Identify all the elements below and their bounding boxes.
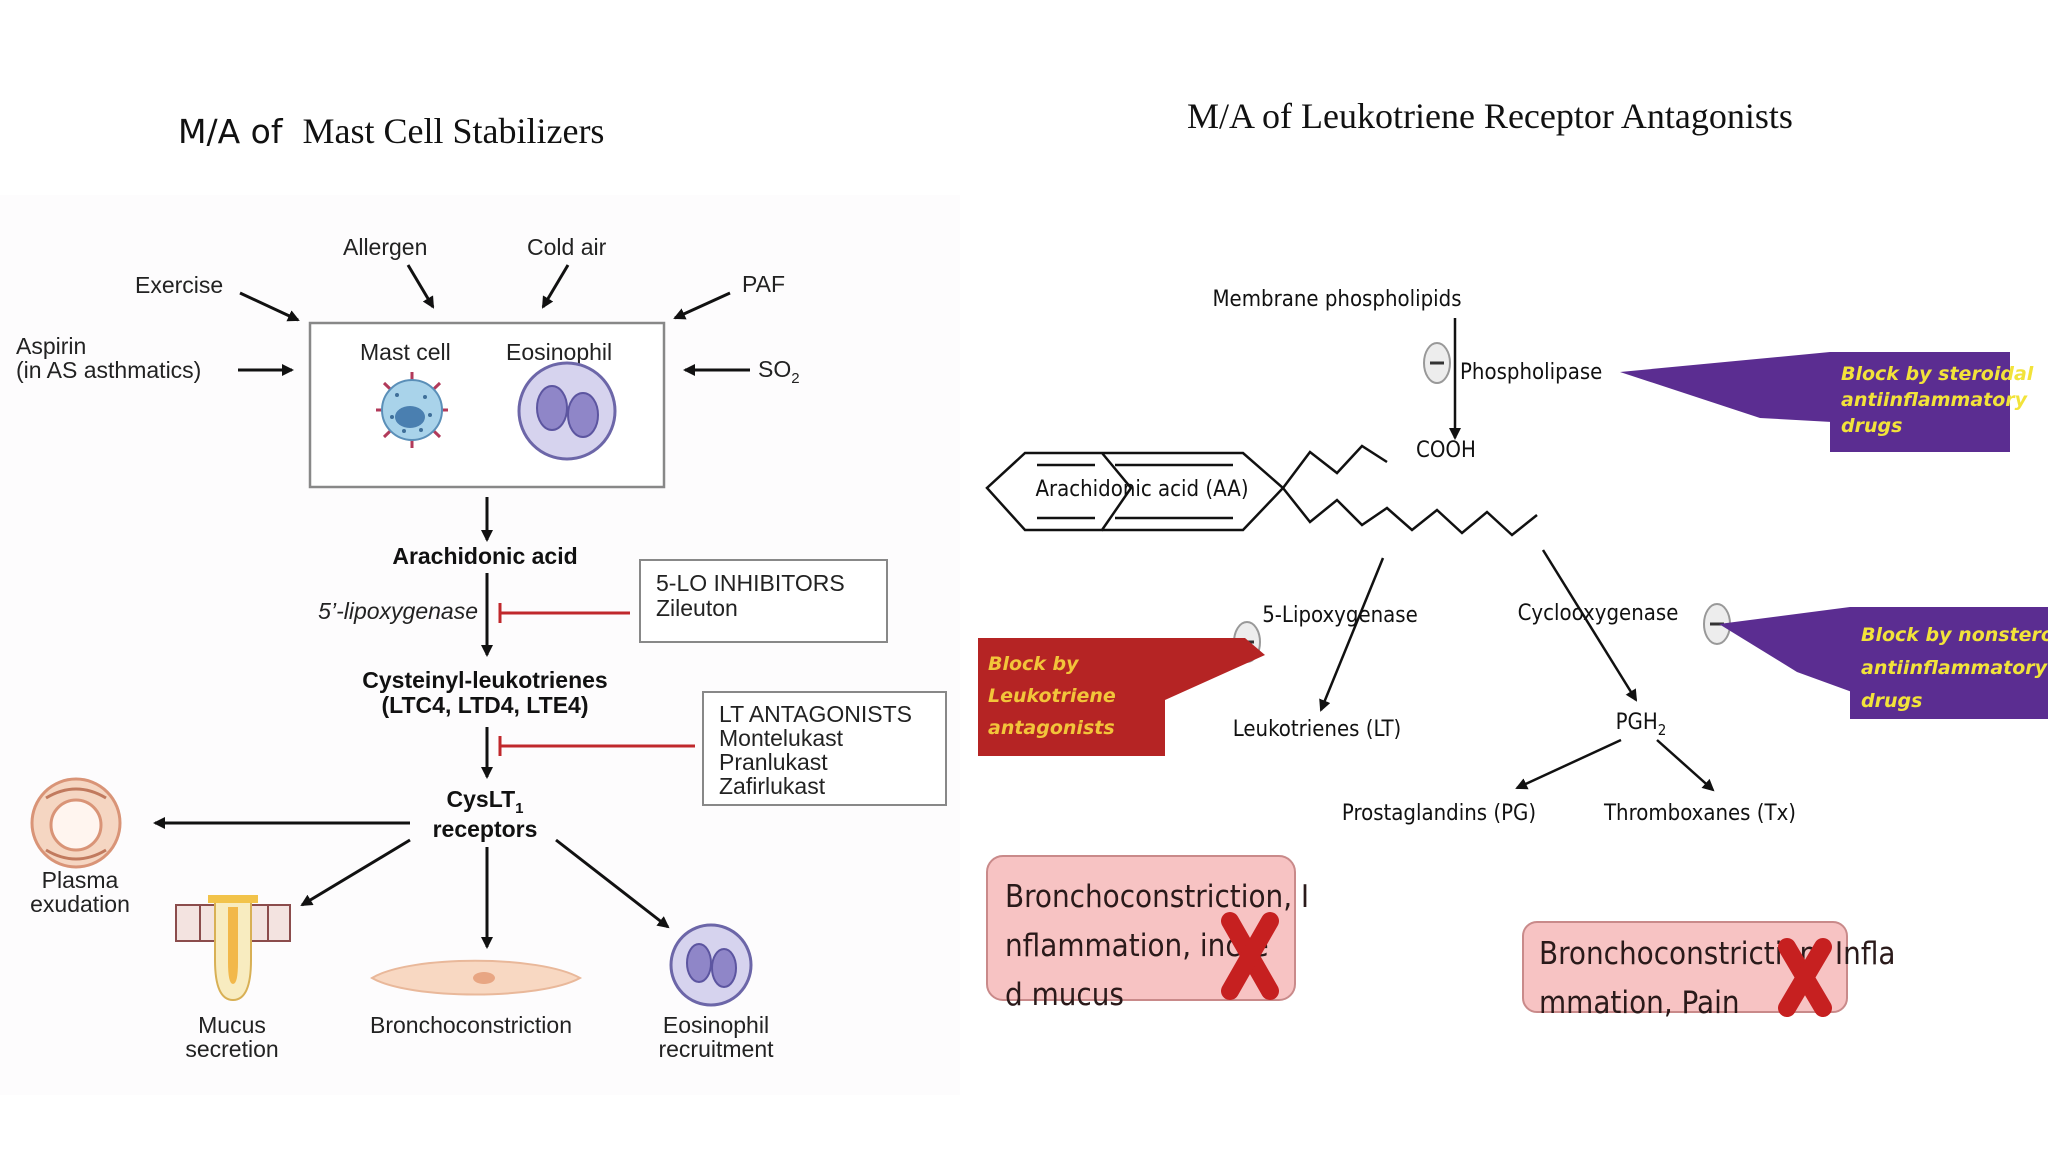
prostaglandins-label: Prostaglandins (PG) [1342, 801, 1536, 826]
mucus-secretion-icon [175, 895, 291, 1002]
arachidonic-acid-label: Arachidonic acid [392, 543, 577, 569]
phospholipase-label: Phospholipase [1460, 360, 1602, 385]
trigger-allergen: Allergen [343, 234, 427, 260]
title-left-abbr: M/A of [178, 112, 283, 151]
effect-right-line2: mmation, Pain [1539, 985, 1740, 1021]
effect-box-right [1522, 921, 1848, 1013]
nonsteroidal-callout-line3: drugs [1861, 690, 1922, 712]
nonsteroidal-callout-pointer [1719, 607, 1852, 692]
leukotriene-callout-line3: antagonists [988, 717, 1115, 739]
mast-cell-pathway-diagram: Exercise Allergen Cold air PAF Aspirin (… [0, 195, 960, 1095]
blocked-cross-icon-right [1778, 938, 1832, 1017]
recruitment-label: recruitment [658, 1036, 774, 1062]
arrow-to-leukotrienes [1319, 557, 1385, 712]
trigger-cold-air: Cold air [527, 234, 607, 260]
lipoxygenase-label: 5-Lipoxygenase [1262, 603, 1418, 628]
antagonist-zafirlukast: Zafirlukast [719, 773, 826, 799]
title-leukotriene-antagonists: M/A of Leukotriene Receptor Antagonists [1187, 96, 1793, 136]
recruited-eosinophil-icon [669, 923, 753, 1007]
trigger-aspirin-note: (in AS asthmatics) [16, 357, 201, 383]
steroidal-callout-line1: Block by steroidal [1841, 363, 2034, 385]
arrow-to-prostaglandins [1515, 738, 1622, 790]
steroidal-callout-line3: drugs [1841, 415, 1902, 437]
leukotrienes-label: Leukotrienes (LT) [1233, 717, 1402, 742]
blocked-cross-icon-left [1221, 912, 1279, 1000]
plasma-exudation-icon [30, 777, 122, 869]
antagonists-heading: LT ANTAGONISTS [719, 701, 912, 727]
effect-right-line1: Bronchoconstriction, Infla [1539, 936, 1896, 972]
cysteinyl-leukotrienes-label: Cysteinyl-leukotrienes [362, 667, 607, 693]
cysteinyl-leukotrienes-types: (LTC4, LTD4, LTE4) [382, 692, 589, 718]
title-left-rest: Mast Cell Stabilizers [302, 111, 605, 151]
nonsteroidal-callout-line2: antiinflammatory [1861, 657, 2048, 679]
antagonist-montelukast: Montelukast [719, 725, 844, 751]
arrow-to-thromboxanes [1656, 739, 1715, 792]
inhibitor-zileuton: Zileuton [656, 595, 738, 621]
nonsteroidal-callout [1850, 607, 2048, 719]
receptor-outcome-arrows [153, 817, 670, 949]
effect-box-left [986, 855, 1296, 1001]
antagonist-block-bar [498, 736, 695, 756]
steroidal-callout-line2: antiinflammatory [1841, 389, 2029, 411]
plasma-label: Plasma [42, 867, 119, 893]
phospholipase-inhibit-icon [1423, 342, 1451, 384]
eosinophil-icon [517, 361, 617, 461]
arachidonic-acid-pathway-diagram: Membrane phospholipids Phospholipase Blo… [978, 287, 2048, 1021]
eosinophil-outcome-label: Eosinophil [663, 1012, 769, 1038]
title-mast-cell-stabilizers: M/A of Mast Cell Stabilizers [178, 110, 604, 152]
antagonists-box [702, 691, 947, 806]
inhibitor-block-bar [498, 603, 630, 623]
nonsteroidal-callout-line1: Block by nonsteroidal [1861, 624, 2048, 646]
membrane-phospholipids-label: Membrane phospholipids [1212, 287, 1461, 312]
steroidal-callout [1830, 352, 2010, 452]
cyslt1-label: CysLT1 [447, 786, 524, 817]
leukotriene-callout-pointer [1165, 638, 1265, 700]
effect-left-line2: nflammation, incre [1005, 928, 1269, 964]
trigger-arrows [238, 264, 750, 376]
secretion-label: secretion [185, 1036, 278, 1062]
inhibitors-heading: 5-LO INHIBITORS [656, 570, 845, 596]
steroidal-callout-pointer [1620, 352, 1832, 422]
trigger-aspirin: Aspirin [16, 333, 86, 359]
cooh-label: COOH [1416, 438, 1476, 463]
inhibitors-box [639, 559, 888, 643]
pgh2-label: PGH2 [1616, 710, 1667, 739]
arachidonic-acid-label: Arachidonic acid (AA) [1035, 477, 1248, 502]
trigger-paf: PAF [742, 271, 785, 297]
arachidonic-acid-structure [985, 444, 1538, 537]
bronchoconstriction-label: Bronchoconstriction [370, 1012, 572, 1038]
receptors-label: receptors [433, 816, 538, 842]
eosinophil-label: Eosinophil [506, 339, 612, 365]
leukotriene-callout [978, 638, 1165, 756]
mast-cell-label: Mast cell [360, 339, 451, 365]
mast-cell-icon [376, 372, 448, 448]
cyclooxygenase-label: Cyclooxygenase [1518, 601, 1679, 626]
leukotriene-callout-line2: Leukotriene [988, 685, 1116, 707]
arrow-to-pgh2 [1541, 549, 1638, 702]
trigger-exercise: Exercise [135, 272, 223, 298]
leukotriene-callout-line1: Block by [988, 653, 1080, 675]
effect-left-line3: d mucus [1005, 977, 1124, 1013]
thromboxanes-label: Thromboxanes (Tx) [1603, 801, 1796, 826]
antagonist-pranlukast: Pranlukast [719, 749, 828, 775]
lipoxygenase-label: 5’-lipoxygenase [318, 598, 478, 624]
mucus-label: Mucus [198, 1012, 266, 1038]
effect-left-line1: Bronchoconstriction, I [1005, 879, 1309, 915]
trigger-so2: SO2 [758, 356, 800, 387]
smooth-muscle-nucleus [473, 972, 495, 984]
exudation-label: exudation [30, 891, 130, 917]
